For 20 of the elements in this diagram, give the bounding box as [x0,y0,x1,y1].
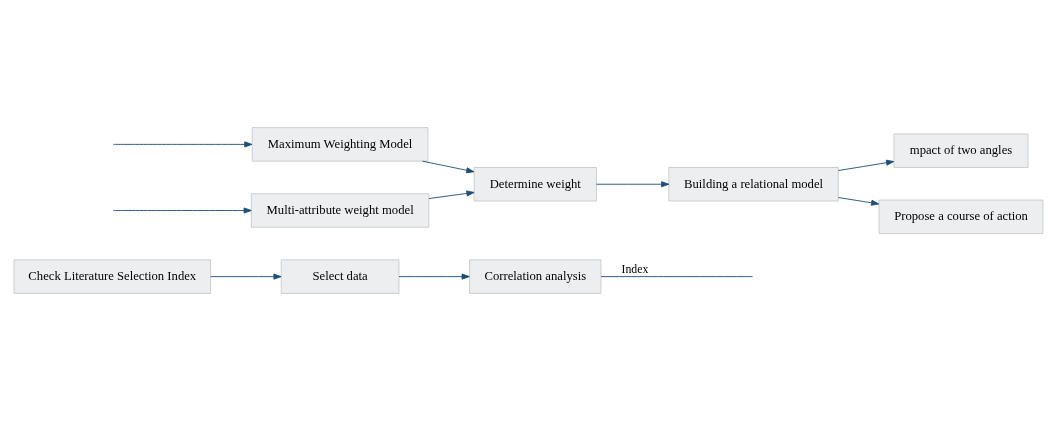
arrow [398,273,470,280]
node-box: Select data [280,259,400,294]
node-box: Correlation analysis [469,259,602,294]
arrow [112,207,252,214]
edge-label: Index [621,263,649,277]
arrow [210,273,282,280]
arrow [422,160,475,174]
node-box: Maximum Weighting Model [251,127,429,162]
arrow [428,190,475,199]
arrow [596,181,670,188]
node-box: Multi-attribute weight model [250,193,430,228]
node-box: Check Literature Selection Index [13,259,212,294]
arrow [112,141,253,148]
arrow [837,197,880,206]
node-box: Building a relational model [668,167,839,202]
node-box: Propose a course of action [878,199,1044,235]
node-box: mpact of two angles [893,133,1029,168]
connector [600,276,754,278]
arrow [837,159,895,171]
node-box: Determine weight [473,167,597,202]
